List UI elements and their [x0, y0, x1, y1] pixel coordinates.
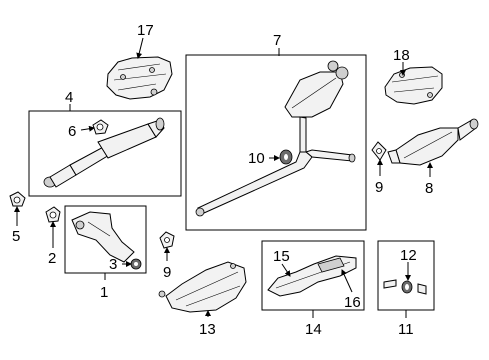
callout-14: 14	[305, 321, 322, 338]
callout-11: 11	[398, 321, 414, 338]
callout-15: 15	[273, 248, 290, 265]
callout-13: 13	[199, 321, 216, 338]
gasket-ring	[92, 119, 109, 135]
callout-2: 2	[48, 250, 56, 267]
heat-shield-lower	[158, 261, 247, 313]
callout-7: 7	[273, 32, 281, 49]
rubber-hanger-center	[279, 149, 293, 165]
callout-10: 10	[248, 150, 265, 167]
callout-12: 12	[400, 247, 417, 264]
gasket-right	[371, 141, 387, 161]
heat-shield-upper	[106, 56, 173, 100]
callout-16: 16	[344, 294, 361, 311]
callout-17: 17	[137, 22, 154, 39]
center-rear-muffler	[195, 60, 356, 217]
callout-9-center: 9	[163, 264, 171, 281]
catalytic-converter	[71, 211, 135, 263]
box-center-rear-muffler	[185, 54, 367, 231]
heat-shield-right	[384, 66, 443, 105]
box-muffler-front	[28, 110, 182, 197]
gasket-2	[45, 206, 61, 223]
rear-converter	[387, 118, 479, 166]
front-muffler-pipe	[43, 117, 165, 188]
nut-3	[130, 258, 142, 270]
callout-4: 4	[65, 89, 73, 106]
callout-3: 3	[109, 256, 117, 273]
gasket-left	[9, 191, 26, 207]
callout-18: 18	[393, 47, 410, 64]
callout-6: 6	[68, 123, 76, 140]
heat-protector	[267, 255, 357, 297]
callout-9-right: 9	[375, 179, 383, 196]
hanger-kit	[383, 279, 427, 295]
callout-5: 5	[12, 228, 20, 245]
callout-8: 8	[425, 180, 433, 197]
gasket-center	[159, 231, 175, 249]
callout-1: 1	[100, 284, 108, 301]
